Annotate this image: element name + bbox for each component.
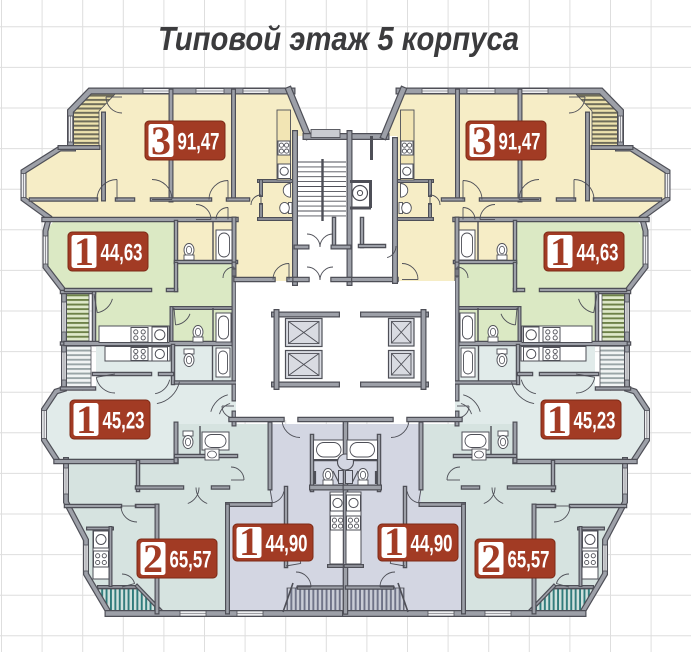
svg-text:44,90: 44,90	[266, 531, 308, 558]
svg-text:Типовой этаж 5 корпуса: Типовой этаж 5 корпуса	[158, 20, 519, 57]
svg-text:45,23: 45,23	[103, 408, 145, 435]
svg-text:44,63: 44,63	[101, 240, 143, 267]
svg-text:1: 1	[547, 397, 567, 442]
svg-text:1: 1	[550, 229, 570, 274]
svg-text:91,47: 91,47	[178, 129, 220, 156]
svg-text:3: 3	[472, 118, 492, 163]
svg-text:1: 1	[384, 519, 404, 564]
svg-text:45,23: 45,23	[574, 408, 616, 435]
svg-text:65,57: 65,57	[170, 547, 212, 574]
svg-text:1: 1	[74, 229, 94, 274]
svg-text:44,63: 44,63	[577, 240, 619, 267]
svg-text:3: 3	[151, 118, 171, 163]
svg-text:65,57: 65,57	[508, 547, 550, 574]
svg-text:1: 1	[239, 519, 259, 564]
svg-text:2: 2	[481, 536, 501, 581]
svg-text:2: 2	[143, 536, 163, 581]
svg-text:1: 1	[76, 397, 96, 442]
svg-text:44,90: 44,90	[411, 531, 453, 558]
svg-text:91,47: 91,47	[499, 129, 541, 156]
